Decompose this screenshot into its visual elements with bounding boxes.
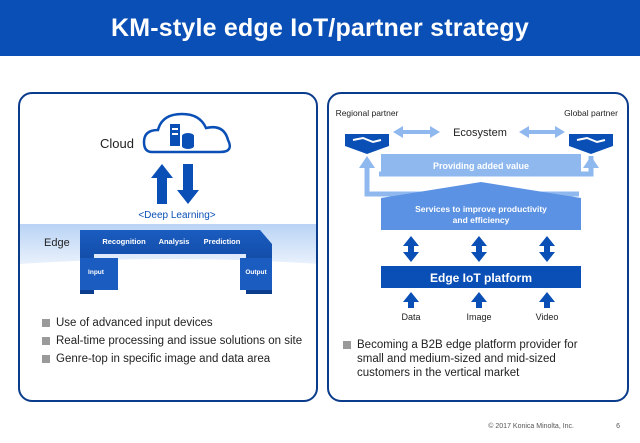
deep-learning-label: <Deep Learning> [138, 210, 215, 221]
handshake-icon [345, 134, 389, 154]
edge-label: Edge [44, 237, 70, 249]
cloud-icon [142, 112, 231, 154]
input-label: Input [88, 269, 105, 276]
list-item: Use of advanced input devices [42, 316, 304, 330]
input-video-label: Video [536, 312, 559, 322]
cloud-label: Cloud [100, 136, 134, 151]
services-box [381, 182, 581, 230]
platform-box [381, 266, 581, 288]
step-recognition: Recognition [102, 237, 146, 246]
left-bullets: Use of advanced input devices Real-time … [42, 316, 304, 370]
global-partner-label: Global partner [564, 108, 618, 118]
input-data-label: Data [401, 312, 420, 322]
ecosystem-label: Ecosystem [453, 127, 507, 139]
arrow-up-icon [583, 156, 599, 168]
step-analysis: Analysis [159, 237, 190, 246]
arrow-right-icon [430, 126, 440, 138]
arrow-right-icon [555, 126, 565, 138]
platform-label: Edge IoT platform [430, 271, 532, 285]
list-item: Becoming a B2B edge platform provider fo… [343, 338, 605, 380]
right-bullets: Becoming a B2B edge platform provider fo… [343, 338, 605, 384]
list-item: Genre-top in specific image and data are… [42, 352, 304, 366]
arrow-left-icon [393, 126, 403, 138]
partner-panel: Regional partner Global partner Ecosyste… [327, 92, 629, 402]
input-block [80, 258, 118, 290]
up-arrow-icon [403, 292, 555, 308]
handshake-icon [569, 134, 613, 154]
double-arrow-icon [403, 236, 555, 262]
services-label: Services to improve productivity [415, 204, 547, 214]
added-value-label: Providing added value [433, 161, 529, 171]
slide-title: KM-style edge IoT/partner strategy [0, 0, 640, 56]
output-label: Output [245, 269, 267, 276]
copyright: © 2017 Konica Minolta, Inc. [488, 423, 574, 430]
arrow-left-icon [519, 126, 529, 138]
regional-partner-label: Regional partner [336, 108, 399, 118]
list-item: Real-time processing and issue solutions… [42, 334, 304, 348]
added-value-box [381, 154, 581, 176]
services-label-2: and efficiency [453, 215, 510, 225]
edge-panel: Cloud <Deep Learning> Edge Recognition A… [18, 92, 318, 402]
arrow-up-icon [359, 156, 375, 168]
edge-diagram: Cloud <Deep Learning> Edge Recognition A… [20, 112, 316, 294]
processing-band [80, 230, 272, 294]
up-down-arrows-icon [151, 164, 199, 204]
input-image-label: Image [466, 312, 491, 322]
output-block [240, 258, 272, 290]
partner-diagram: Regional partner Global partner Ecosyste… [336, 108, 619, 322]
page-number: 6 [616, 423, 620, 430]
step-prediction: Prediction [204, 237, 241, 246]
